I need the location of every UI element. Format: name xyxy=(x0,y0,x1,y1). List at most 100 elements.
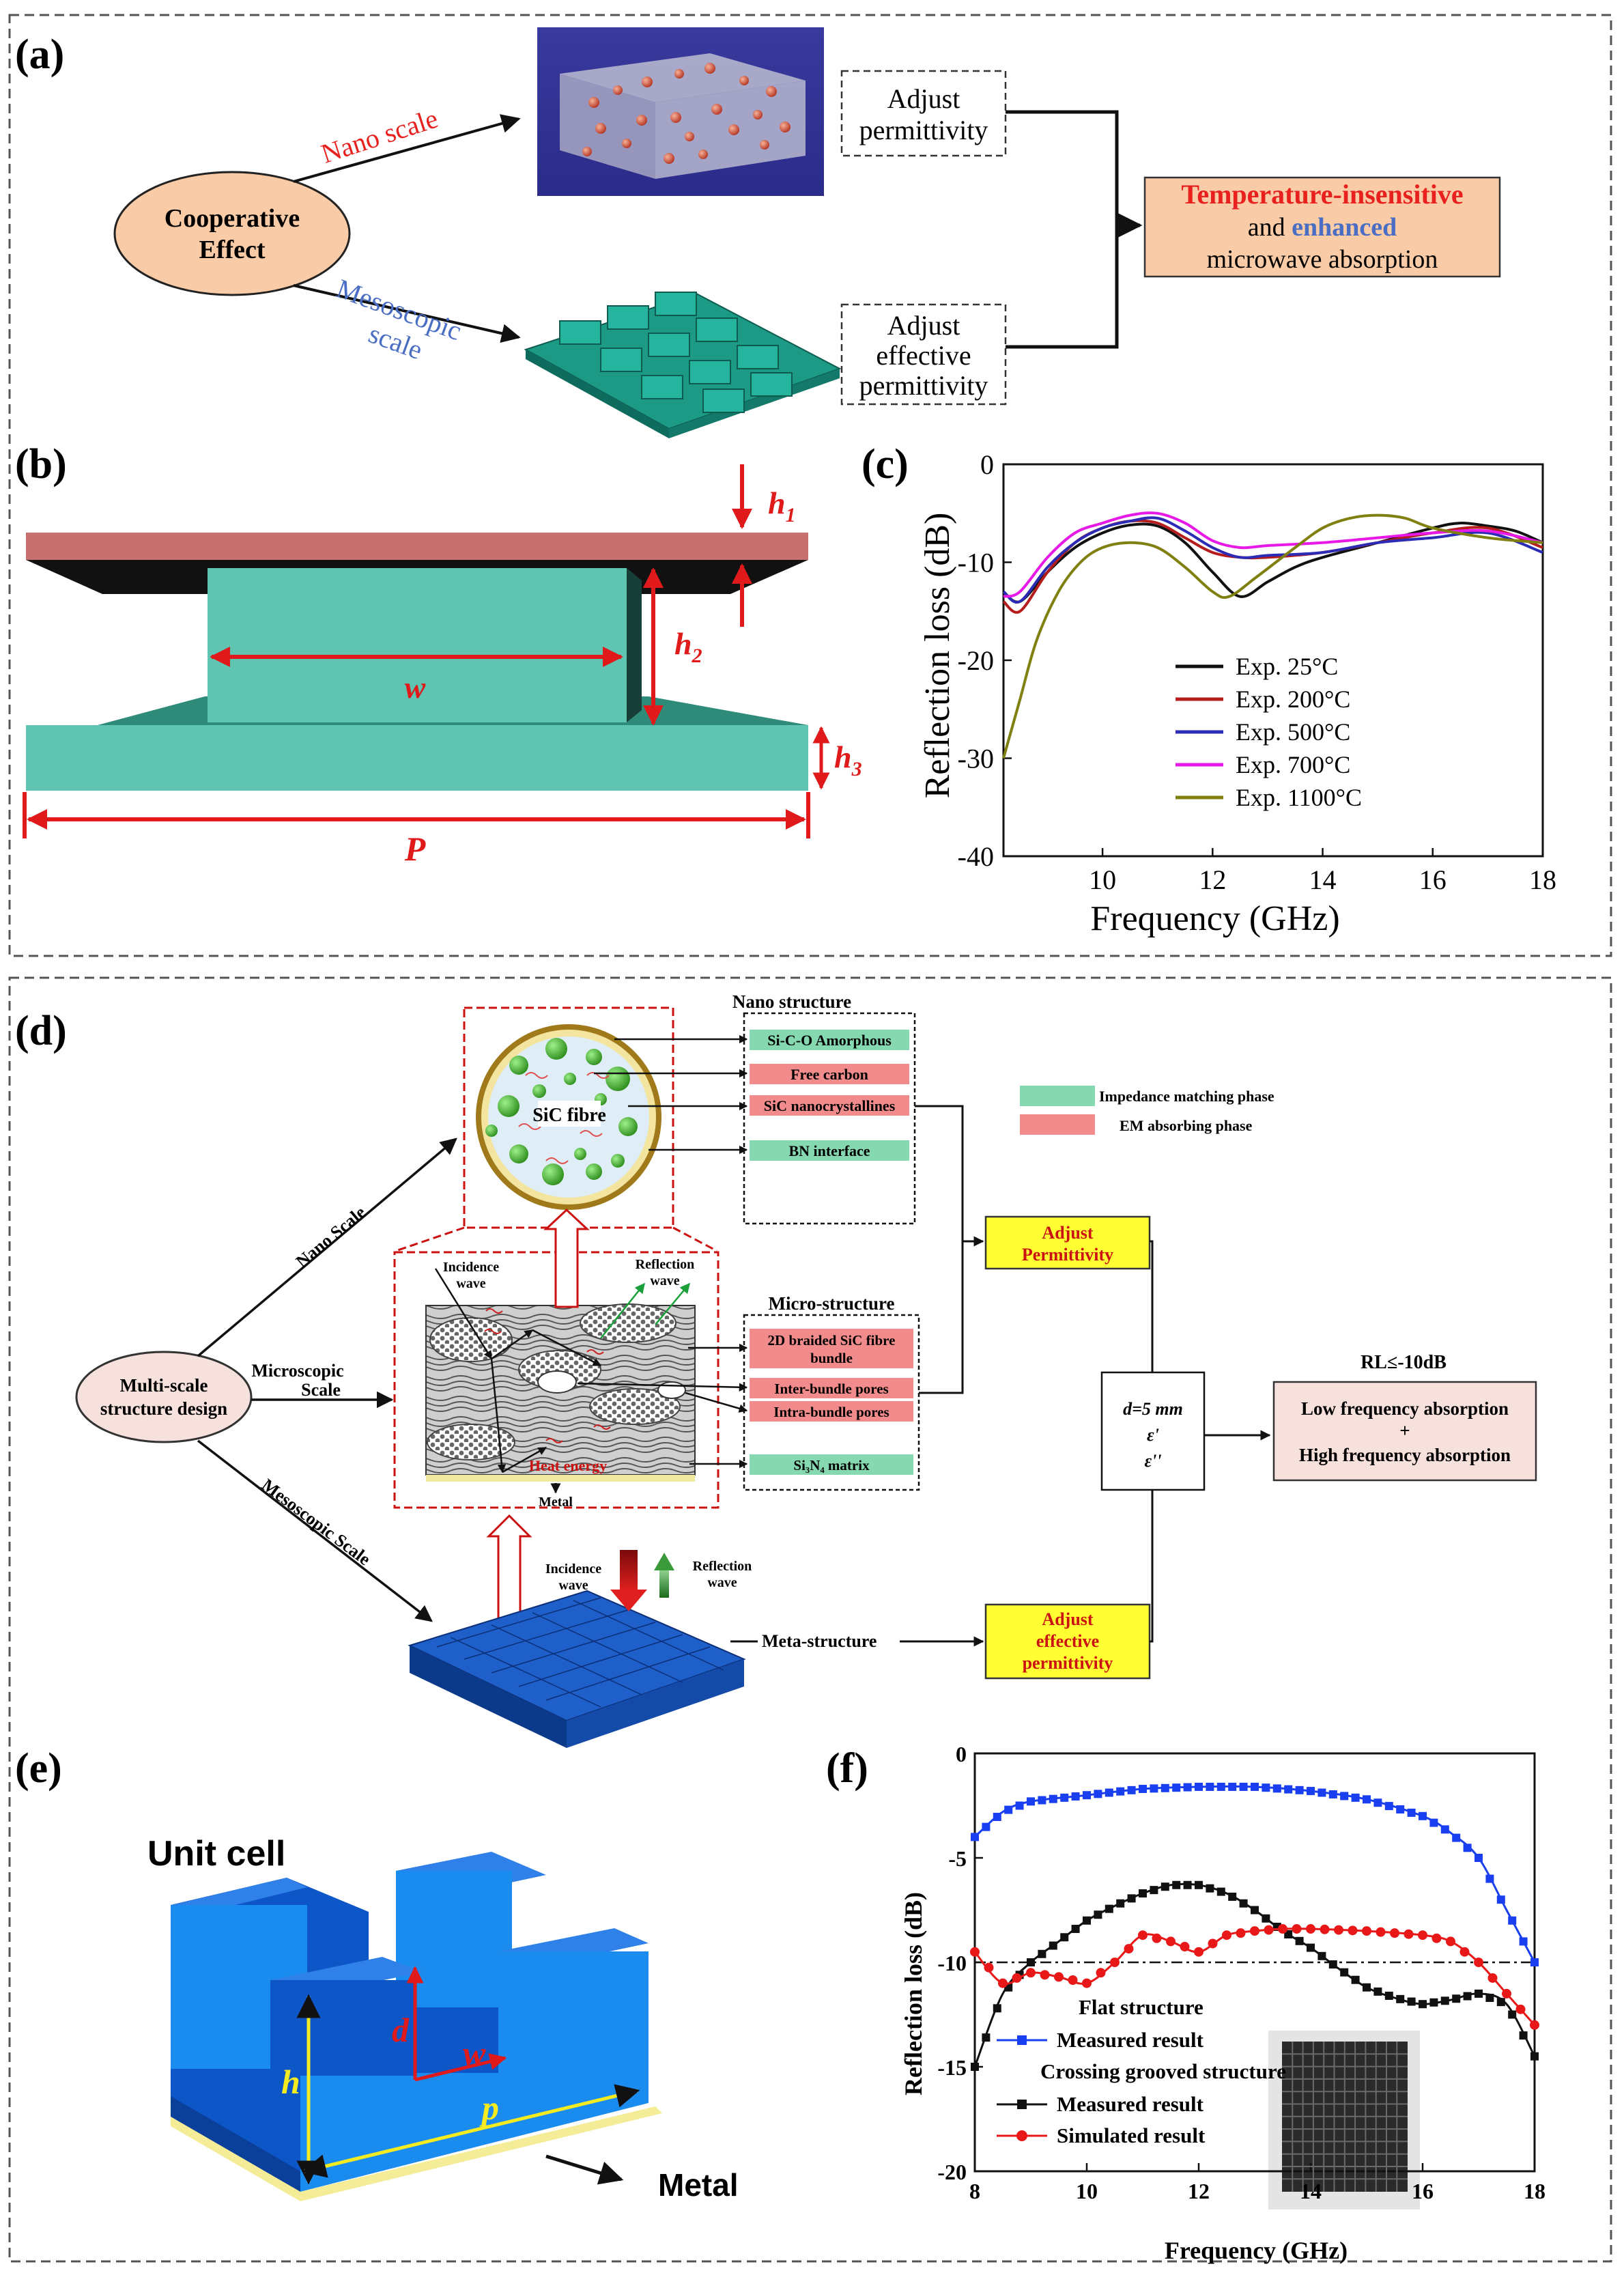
chart-f-marker xyxy=(984,1962,994,1973)
chart-f-xtick-label: 8 xyxy=(969,2179,980,2203)
chart-f-legend-marker xyxy=(1017,2035,1027,2045)
chart-f-marker xyxy=(1071,1925,1080,1934)
bottom-frame xyxy=(8,976,1612,2263)
chart-f-marker xyxy=(1487,1973,1498,1983)
chart-f-marker xyxy=(1284,1930,1293,1938)
chart-f-xlabel: Frequency (GHz) xyxy=(1165,2237,1348,2264)
chart-f-marker xyxy=(1094,1790,1102,1798)
chart-f-legend-marker xyxy=(1016,2130,1027,2141)
mesoscopic-structure-image xyxy=(524,292,842,438)
adjust-perm-d-line2: Permittivity xyxy=(1022,1245,1113,1265)
nano-scale-arrow xyxy=(197,1138,457,1357)
micro-item-0-bg xyxy=(750,1329,913,1368)
chart-f-marker xyxy=(1038,1796,1046,1805)
chart-f-legend-marker xyxy=(1017,2100,1027,2109)
chart-c-xtick-label: 14 xyxy=(1309,864,1337,895)
cooperative-effect-ellipse xyxy=(113,171,351,296)
chart-f-marker xyxy=(1096,1968,1106,1978)
chart-f-marker xyxy=(1396,1994,1405,2003)
chart-f-ytick-label: -5 xyxy=(948,1846,967,1871)
chart-f-marker xyxy=(1431,1933,1442,1943)
chart-c-xtick-label: 12 xyxy=(1199,864,1226,895)
legend-red-swatch xyxy=(1020,1114,1095,1135)
chart-f-marker xyxy=(1362,1926,1371,1936)
chart-f-marker xyxy=(1292,1924,1302,1934)
chart-f-legend-label: Simulated result xyxy=(1057,2123,1206,2147)
bracket-connector xyxy=(1006,110,1119,349)
chart-f-marker xyxy=(1195,1782,1203,1791)
micro-list-box xyxy=(743,1314,920,1491)
p-label: P xyxy=(404,830,426,868)
bundle-4 xyxy=(589,1388,681,1425)
chart-f-marker xyxy=(971,1833,979,1841)
chart-f-marker xyxy=(1508,1916,1517,1925)
chart-f-marker xyxy=(1376,1927,1386,1937)
multiscale-line2: structure design xyxy=(100,1398,227,1419)
adjust-eff-d-line2: effective xyxy=(1036,1631,1099,1651)
incidence-red-arrow-head xyxy=(610,1590,647,1611)
nano-item-1-bg xyxy=(750,1064,909,1084)
chart-f-marker xyxy=(1116,1787,1125,1796)
bundle-2 xyxy=(580,1303,676,1343)
legend-green-label: Impedance matching phase xyxy=(1099,1088,1274,1105)
adjust-perm-d-line1: Adjust xyxy=(1042,1223,1093,1243)
incidence-rays xyxy=(434,1268,602,1473)
chart-c-ytick-label: -30 xyxy=(958,744,994,774)
rl-title: RL≤-10dB xyxy=(1361,1352,1447,1373)
nano-item-3: BN interface xyxy=(788,1142,870,1159)
chart-f-marker xyxy=(1127,1785,1136,1794)
nano-micro-bracket xyxy=(915,1105,964,1394)
sic-particles xyxy=(485,1038,638,1185)
micro-item-1-bg xyxy=(750,1378,913,1398)
panel-c-label: (c) xyxy=(861,441,909,488)
nano-item-2-bg xyxy=(750,1095,909,1116)
metal-strip xyxy=(426,1475,695,1482)
chart-f-marker xyxy=(1239,1899,1248,1908)
p-label-e: p xyxy=(479,2089,499,2127)
chart-f-marker xyxy=(1027,1958,1035,1966)
chart-c-xlabel: Frequency (GHz) xyxy=(1090,899,1339,938)
chart-c-xtick-label: 18 xyxy=(1529,864,1556,895)
chart-f-marker xyxy=(1419,1811,1427,1820)
chart-f-marker xyxy=(982,1822,991,1831)
chart-f-marker xyxy=(1250,1926,1259,1936)
adjust-perm-line2: permittivity xyxy=(859,115,988,145)
chart-f-marker xyxy=(1306,1924,1315,1934)
chart-f-legend-group: Crossing grooved structure xyxy=(1040,2059,1286,2083)
chart-f-marker xyxy=(1152,1933,1162,1943)
meta-structure-label: Meta-structure xyxy=(762,1631,877,1651)
chart-f-marker xyxy=(993,2004,1001,2013)
chart-c-ytick-label: -10 xyxy=(958,548,994,578)
chart-c: (c) Frequency (GHz) Reflection loss (dB)… xyxy=(861,441,1556,938)
bundle-5 xyxy=(427,1424,515,1460)
micro-reflection-line1: Reflection xyxy=(636,1257,695,1272)
micro-item-0-line2: bundle xyxy=(810,1350,853,1366)
unit-cell-title: Unit cell xyxy=(147,1834,285,1874)
zoom-line-right xyxy=(672,1226,717,1252)
adjust-eff-line1: Adjust xyxy=(887,310,960,341)
adjust-permittivity-box xyxy=(840,70,1007,157)
final-box xyxy=(1272,1381,1537,1482)
incidence-red-arrow-shaft xyxy=(620,1550,638,1591)
reflection-green-arrow-shaft xyxy=(659,1570,669,1598)
chart-f-marker xyxy=(1429,1818,1438,1827)
chart-f-marker xyxy=(1012,1973,1022,1983)
chart-c-legend-label: Exp. 500°C xyxy=(1236,718,1350,746)
top-plate xyxy=(26,533,808,560)
chart-f-marker xyxy=(1160,1882,1169,1891)
adjust-effective-box xyxy=(840,303,1007,406)
chart-f-marker xyxy=(970,1947,980,1957)
micro-item-2: Intra-bundle pores xyxy=(773,1404,889,1420)
micro-item-1: Inter-bundle pores xyxy=(774,1381,888,1397)
nano-item-1: Free carbon xyxy=(790,1066,868,1083)
chart-f-marker xyxy=(1317,1788,1326,1797)
chart-f-marker xyxy=(1496,1895,1505,1904)
chart-f-marker xyxy=(1530,2020,1539,2030)
cooperative-line1: Cooperative xyxy=(165,204,300,233)
chart-f-marker xyxy=(1183,1783,1192,1792)
chart-f-xtick-label: 10 xyxy=(1076,2179,1098,2203)
chart-f-marker xyxy=(1206,1782,1214,1791)
chart-f: (f) Frequency (GHz) Reflection loss (dB)… xyxy=(826,1742,1545,2264)
result-line1: Temperature-insensitive xyxy=(1181,179,1463,210)
multiscale-line1: Multi-scale xyxy=(120,1375,208,1396)
